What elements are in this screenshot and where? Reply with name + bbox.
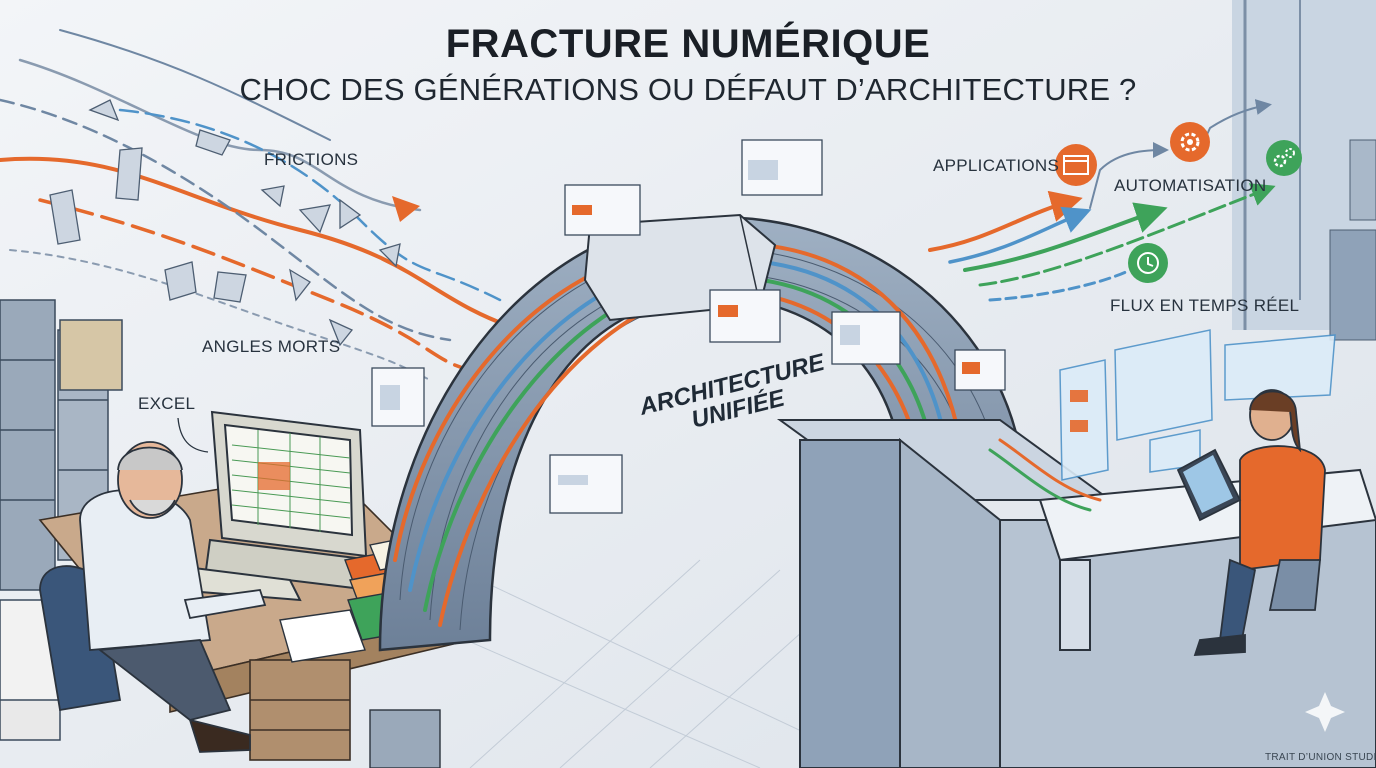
clock-icon (1128, 243, 1168, 283)
label-leaders (177, 417, 209, 453)
right-room-wall (1232, 0, 1376, 341)
older-worker-figure (39, 441, 267, 753)
gear-icon (1170, 122, 1210, 162)
label-frictions: FRICTIONS (264, 150, 359, 169)
label-flux-temps-reel: FLUX EN TEMPS RÉEL (1110, 296, 1300, 315)
sparkle-watermark (1305, 692, 1345, 732)
right-data-flows (928, 99, 1276, 512)
young-worker-figure (1176, 389, 1326, 656)
floating-windows (371, 139, 1006, 514)
orange-shard (392, 196, 420, 222)
label-angles-morts: ANGLES MORTS (202, 337, 341, 356)
label-automatisation: AUTOMATISATION (1114, 176, 1267, 195)
window-icon (1055, 144, 1097, 186)
page-title: FRACTURE NUMÉRIQUE (445, 22, 931, 66)
friction-streams (0, 29, 522, 381)
gears-icon (1266, 140, 1302, 176)
page-subtitle: CHOC DES GÉNÉRATIONS OU DÉFAUT D’ARCHITE… (239, 72, 1137, 107)
label-applications: APPLICATIONS (933, 156, 1060, 175)
holographic-dashboards (1059, 329, 1336, 481)
broken-shards (49, 99, 401, 347)
label-excel: EXCEL (138, 394, 196, 413)
crt-monitor (168, 410, 374, 602)
studio-credit: TRAIT D’UNION STUDIO (1265, 752, 1376, 763)
